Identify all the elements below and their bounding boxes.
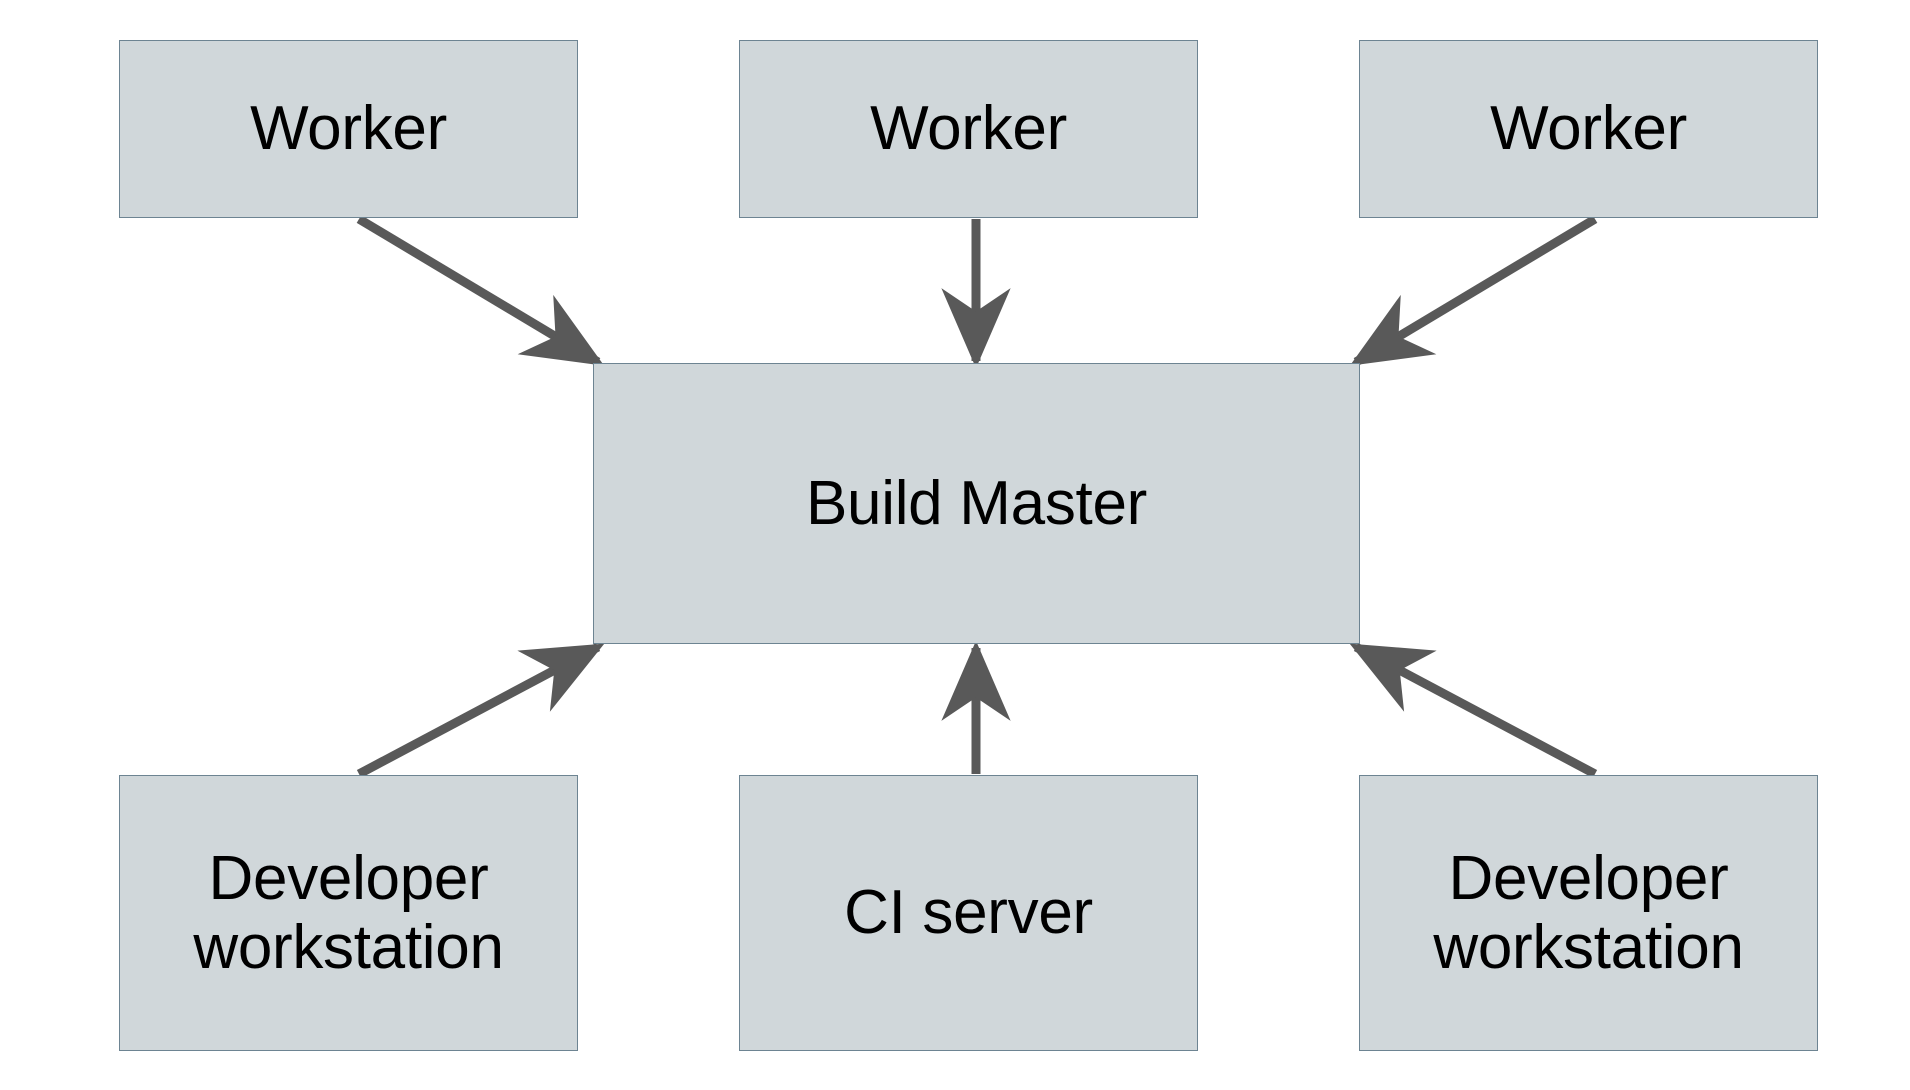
edge-worker-1-to-master — [356, 215, 605, 366]
node-worker-2[interactable]: Worker — [739, 40, 1198, 218]
node-ci-server[interactable]: CI server — [739, 775, 1198, 1051]
edge-worker-3-to-master — [1349, 215, 1598, 366]
node-developer-workstation-2[interactable]: Developer workstation — [1359, 775, 1818, 1051]
node-build-master[interactable]: Build Master — [593, 363, 1360, 644]
edge-dev-2-to-master — [1349, 643, 1598, 778]
edge-dev-1-to-master — [356, 643, 605, 778]
node-developer-workstation-1[interactable]: Developer workstation — [119, 775, 578, 1051]
node-worker-1[interactable]: Worker — [119, 40, 578, 218]
node-worker-3[interactable]: Worker — [1359, 40, 1818, 218]
